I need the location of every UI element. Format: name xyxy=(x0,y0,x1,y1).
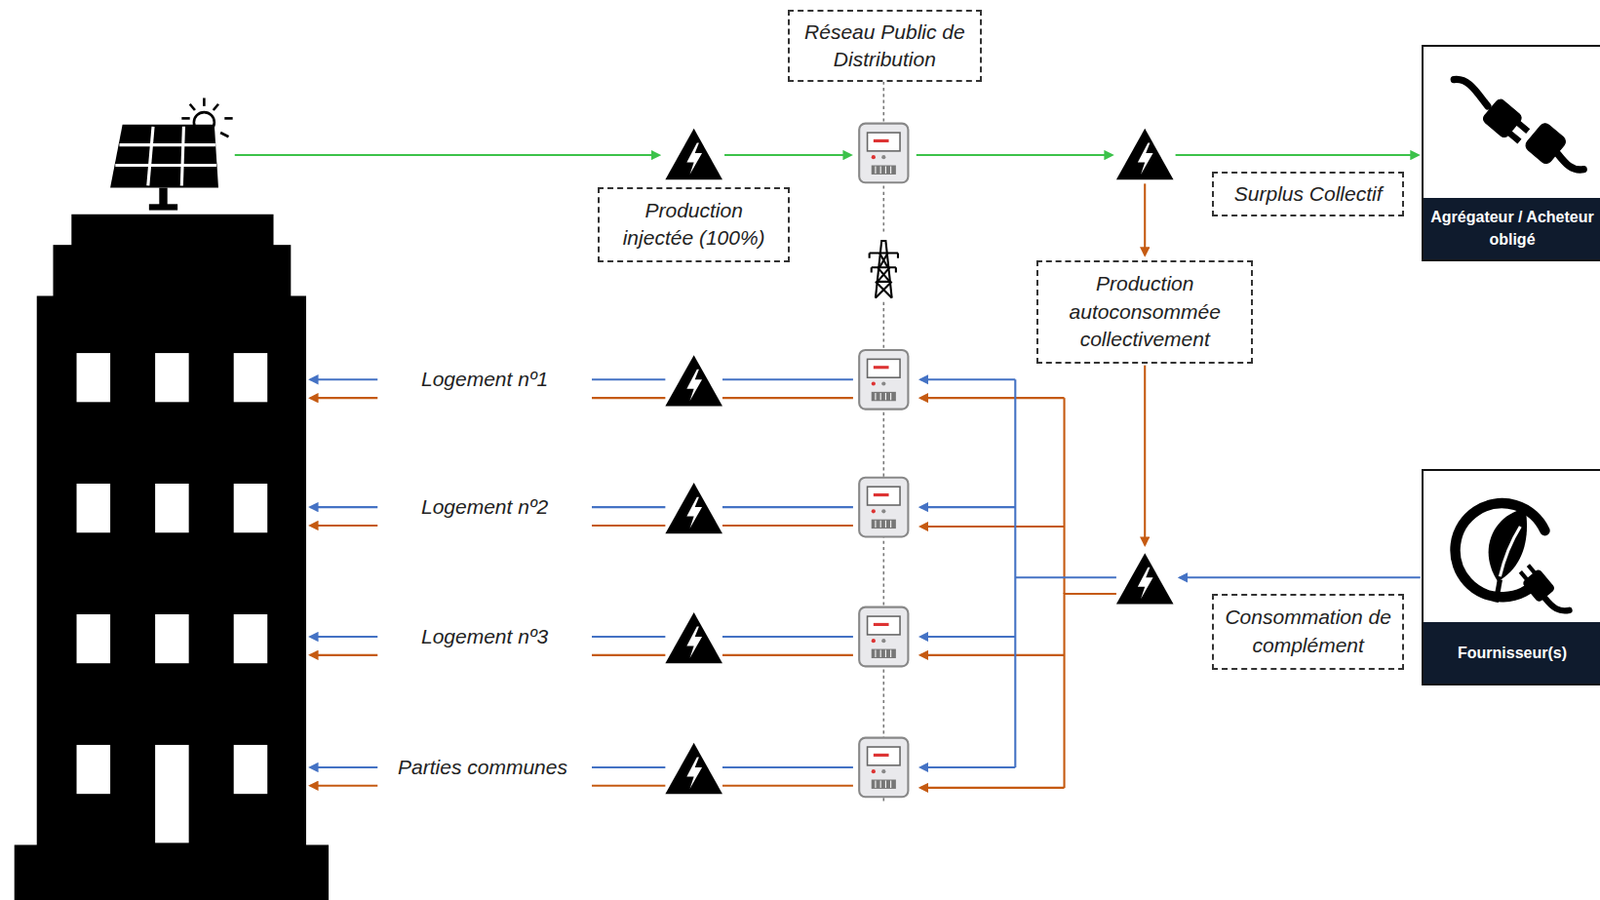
dashed-label-box: Réseau Public de Distribution xyxy=(787,9,982,81)
blue-wire xyxy=(591,635,665,638)
building xyxy=(14,214,329,900)
power-triangle xyxy=(1116,552,1174,604)
power-triangle xyxy=(664,612,723,664)
actor-panel: Agrégateur / Acheteur obligé xyxy=(1421,44,1600,262)
box-text: Surplus Collectif xyxy=(1234,180,1383,208)
orange-wire xyxy=(722,396,854,399)
orange-wire xyxy=(591,396,665,399)
orange-arrow xyxy=(310,784,378,787)
meter-icon xyxy=(858,350,908,410)
dashed-label-box: Surplus Collectif xyxy=(1211,171,1405,217)
panel-band: Fournisseur(s) xyxy=(1423,622,1600,684)
solar-panel xyxy=(110,124,219,211)
blue-wire xyxy=(591,378,665,381)
blue-arrow xyxy=(310,766,378,769)
power-triangle xyxy=(664,128,723,180)
network-line xyxy=(883,81,886,802)
power-triangle xyxy=(664,482,723,534)
dwelling-label: Logement nº3 xyxy=(418,624,551,649)
meter-icon xyxy=(858,477,908,538)
dashed-label-box: Production injectée (100%) xyxy=(597,187,790,263)
blue-wire xyxy=(722,378,854,381)
plug-icon xyxy=(1453,78,1584,170)
meter-icon xyxy=(858,123,908,184)
power-triangle xyxy=(664,742,723,794)
green-energy-icon xyxy=(1455,503,1570,611)
dwelling-label: Parties communes xyxy=(394,755,571,780)
blue-arrow xyxy=(310,378,378,381)
pylon-symbol xyxy=(867,233,900,301)
blue-wire xyxy=(722,766,854,769)
power-triangle xyxy=(664,354,723,406)
box-text: Consommation de complément xyxy=(1221,603,1395,660)
dwelling-rows xyxy=(310,350,908,797)
orange-wire xyxy=(722,784,854,787)
panel-band: Agrégateur / Acheteur obligé xyxy=(1423,197,1600,260)
complement-flow xyxy=(920,379,1421,768)
orange-wire xyxy=(722,654,854,657)
production-flow xyxy=(234,154,1419,157)
windows xyxy=(77,352,269,843)
dashed-label-box: Consommation de complément xyxy=(1211,593,1405,669)
orange-wire xyxy=(591,784,665,787)
box-text: Fournisseur(s) xyxy=(1457,642,1567,664)
box-text: Production autoconsommée collectivement xyxy=(1046,270,1244,353)
orange-arrow xyxy=(310,654,378,657)
blue-arrow xyxy=(310,635,378,638)
dwelling-label: Logement nº2 xyxy=(418,495,551,519)
box-text: Production injectée (100%) xyxy=(607,196,781,253)
box-text: Agrégateur / Acheteur obligé xyxy=(1429,206,1596,251)
blue-wire xyxy=(591,506,665,508)
orange-arrow xyxy=(310,396,378,399)
meter-icon xyxy=(858,607,908,667)
blue-wire xyxy=(722,506,854,508)
orange-wire xyxy=(591,654,665,657)
blue-wire xyxy=(722,635,854,638)
power-triangle xyxy=(1116,128,1174,180)
orange-arrow xyxy=(310,524,378,527)
box-text: Réseau Public de Distribution xyxy=(797,18,973,75)
meter-icon xyxy=(858,738,908,798)
blue-wire xyxy=(591,766,665,769)
dwelling-label: Logement nº1 xyxy=(418,367,551,391)
blue-arrow xyxy=(310,506,378,508)
orange-wire xyxy=(591,524,665,527)
dashed-label-box: Production autoconsommée collectivement xyxy=(1036,260,1253,364)
orange-wire xyxy=(722,524,854,527)
actor-panel: Fournisseur(s) xyxy=(1421,468,1600,686)
